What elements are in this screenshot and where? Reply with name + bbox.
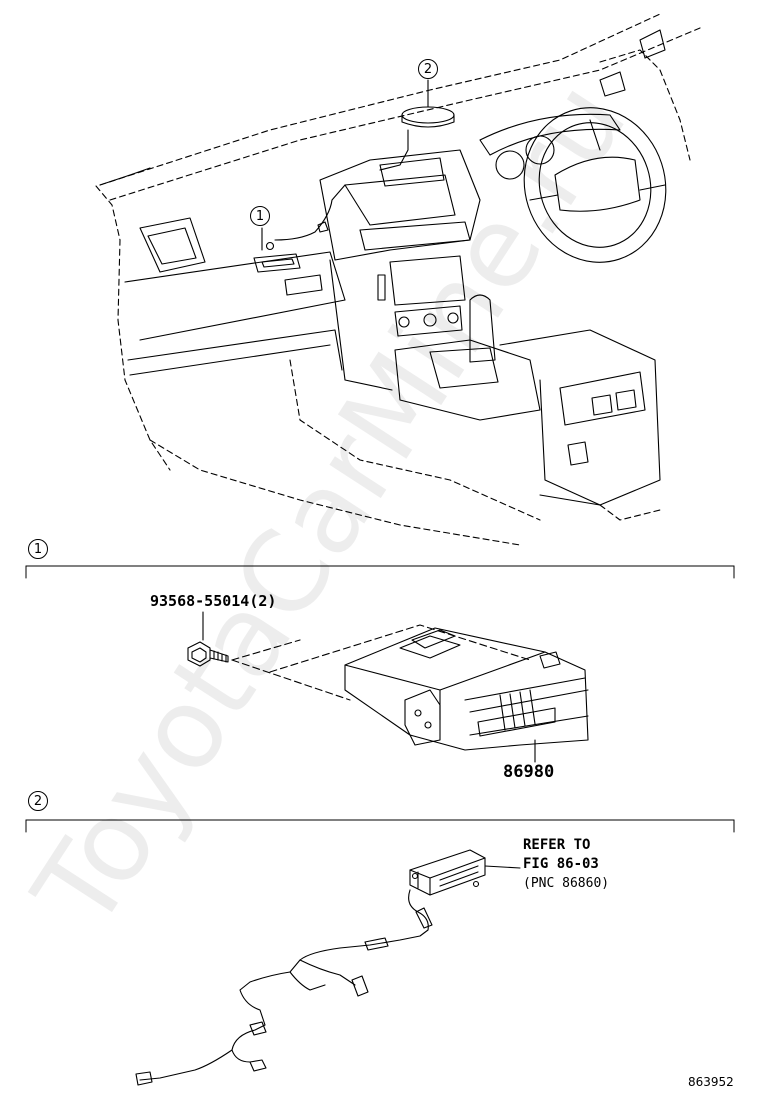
callout-part-2-overview: 2 xyxy=(418,59,438,79)
bolt-93568 xyxy=(187,611,229,667)
section-2-marker: 2 xyxy=(28,791,48,811)
sensor-86860 xyxy=(409,849,521,896)
reference-line-1: REFER TO xyxy=(523,837,591,853)
callout-part-1-overview: 1 xyxy=(250,206,270,226)
module-86980 xyxy=(344,627,589,763)
dashboard-illustration xyxy=(95,13,701,546)
wire-harness xyxy=(135,889,433,1086)
section-1-marker: 1 xyxy=(28,539,48,559)
reference-line-2: FIG 86-03 xyxy=(523,856,599,872)
figure-number: 863952 xyxy=(688,1075,734,1089)
bolt-part-number: 93568-55014(2) xyxy=(150,592,277,610)
module-part-number: 86980 xyxy=(503,762,555,782)
reference-line-3: (PNC 86860) xyxy=(523,876,610,891)
